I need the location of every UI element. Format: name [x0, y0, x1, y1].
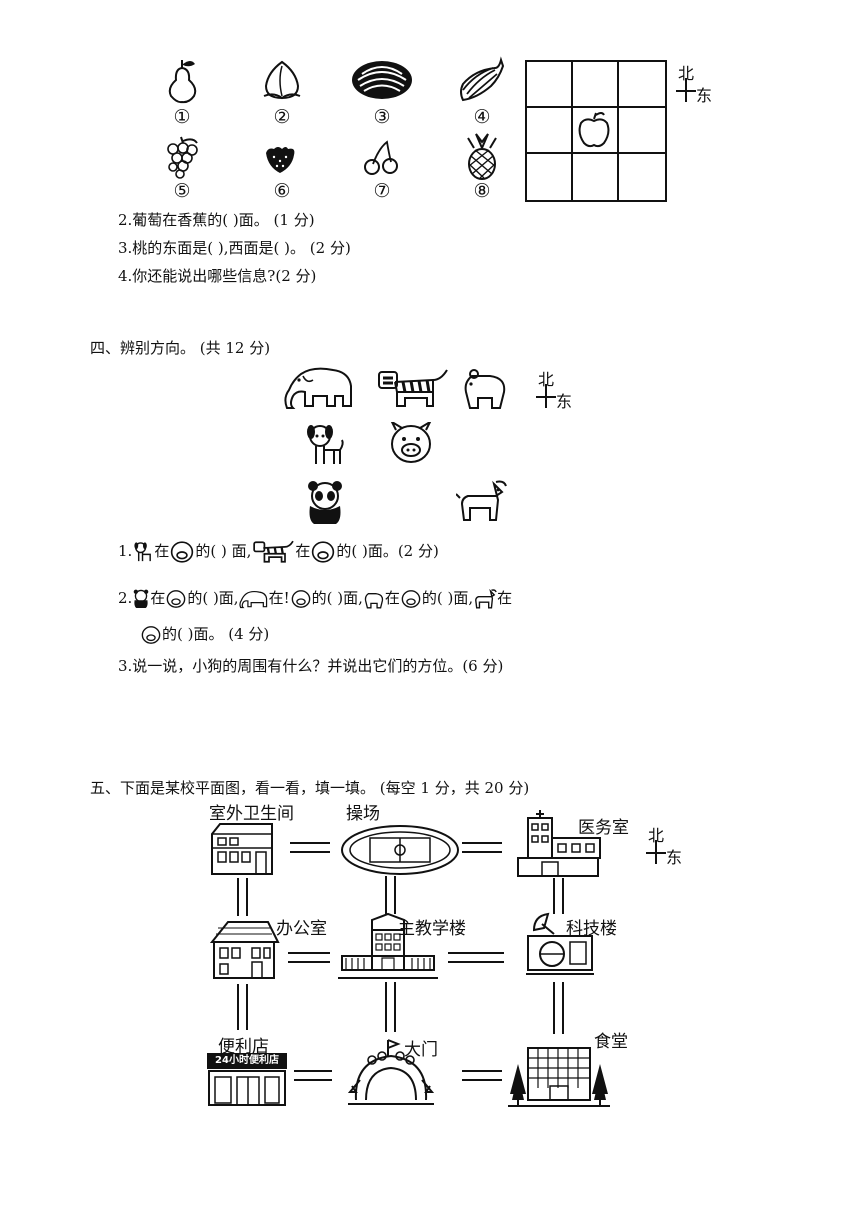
main-teaching-building-icon: [338, 912, 438, 979]
label-office: 办公室: [276, 919, 327, 939]
pig-mini-icon: [401, 590, 421, 608]
cherry-icon: [364, 140, 398, 175]
pig-mini-icon: [312, 541, 335, 563]
label-outdoor-toilet: 室外卫生间: [209, 804, 294, 824]
path-office-store: [237, 984, 248, 1030]
section-4-heading: 四、辨别方向。 (共 12 分): [90, 339, 271, 357]
peach-icon: [263, 60, 301, 100]
path-playground-main: [385, 876, 396, 914]
fruit-number-8: ⑧: [473, 180, 491, 202]
path-toilet-office: [237, 878, 248, 916]
section-5-heading: 五、下面是某校平面图，看一看，填一填。 (每空 1 分，共 20 分): [90, 779, 530, 797]
label-store: 便利店: [218, 1037, 269, 1057]
label-canteen: 食堂: [594, 1032, 628, 1052]
store-icon: [208, 1070, 286, 1106]
q3-item-4: 4.你还能说出哪些信息?(2 分): [118, 267, 317, 285]
s4-q3: 3.说一说，小狗的周围有什么？并说出它们的方位。(6 分): [118, 657, 504, 675]
q3-item-3: 3.桃的东面是( ),西面是( )。 (2 分): [118, 239, 351, 257]
path-store-gate: [294, 1070, 332, 1081]
compass-1: 北 东: [676, 64, 713, 105]
fruit-number-6: ⑥: [273, 180, 291, 202]
fruit-number-5: ⑤: [173, 180, 191, 202]
compass-2: 北 东: [536, 370, 573, 411]
tiger-mini-icon: [253, 540, 295, 563]
pig-mini-icon: [141, 626, 161, 644]
pig-mini-icon: [291, 590, 310, 608]
goat-icon: [456, 480, 507, 521]
fruit-number-4: ④: [473, 106, 491, 128]
pineapple-icon: [467, 133, 497, 180]
label-tech-building: 科技楼: [566, 919, 617, 939]
bear-mini-icon: [364, 593, 383, 609]
path-clinic-tech: [553, 878, 564, 914]
apple-icon: [578, 112, 610, 148]
pig-mini-icon: [171, 541, 194, 563]
label-clinic: 医务室: [578, 818, 629, 838]
pig-icon: [390, 422, 432, 463]
goat-mini-icon: [475, 588, 497, 609]
path-gate-canteen: [462, 1070, 502, 1081]
path-toilet-playground: [290, 842, 330, 853]
fruit-number-2: ②: [273, 106, 291, 128]
strawberry-icon: [266, 147, 295, 173]
tech-building-icon: [526, 912, 594, 975]
panda-icon: [308, 481, 342, 524]
elephant-mini-icon: [238, 590, 267, 609]
banana-icon: [460, 56, 505, 102]
grapes-icon: [167, 136, 198, 179]
fruit-number-7: ⑦: [373, 180, 391, 202]
tiger-icon: [378, 369, 448, 407]
path-office-main: [288, 952, 330, 963]
path-main-gate: [385, 982, 396, 1032]
clinic-icon: [517, 810, 601, 877]
bear-icon: [464, 369, 506, 409]
s4-q2: 2.在的( )面,在!的( )面,在的( )面,在: [118, 585, 512, 611]
pear-icon: [168, 60, 197, 104]
q3-item-2: 2.葡萄在香蕉的( )面。 (1 分): [118, 211, 315, 229]
fruit-number-3: ③: [373, 106, 391, 128]
canteen-icon: [508, 1047, 610, 1107]
fruit-number-1: ①: [173, 106, 191, 128]
playground-icon: [341, 825, 459, 875]
dog-icon: [307, 425, 344, 464]
pig-mini-icon: [167, 590, 186, 608]
label-playground: 操场: [346, 804, 380, 824]
path-playground-clinic: [462, 842, 502, 853]
label-gate: 大门: [404, 1040, 438, 1060]
fruit-grid: [525, 60, 667, 202]
panda-mini-icon: [134, 589, 149, 608]
s4-q1: 1.在的( ) 面,在的( )面。(2 分): [118, 538, 439, 564]
path-main-tech: [448, 952, 504, 963]
compass-3: 北 东: [646, 826, 683, 867]
watermelon-icon: [352, 61, 412, 99]
elephant-icon: [284, 367, 352, 409]
s4-q2-cont: 的( )面。 (4 分): [140, 622, 269, 646]
store-sign: 24小时便利店: [207, 1053, 287, 1069]
office-building-icon: [209, 921, 280, 979]
path-tech-canteen: [553, 982, 564, 1034]
label-main-building: 主教学楼: [398, 919, 466, 939]
gate-icon: [348, 1039, 434, 1105]
dog-mini-icon: [134, 542, 152, 562]
toilet-building-icon: [211, 823, 273, 875]
